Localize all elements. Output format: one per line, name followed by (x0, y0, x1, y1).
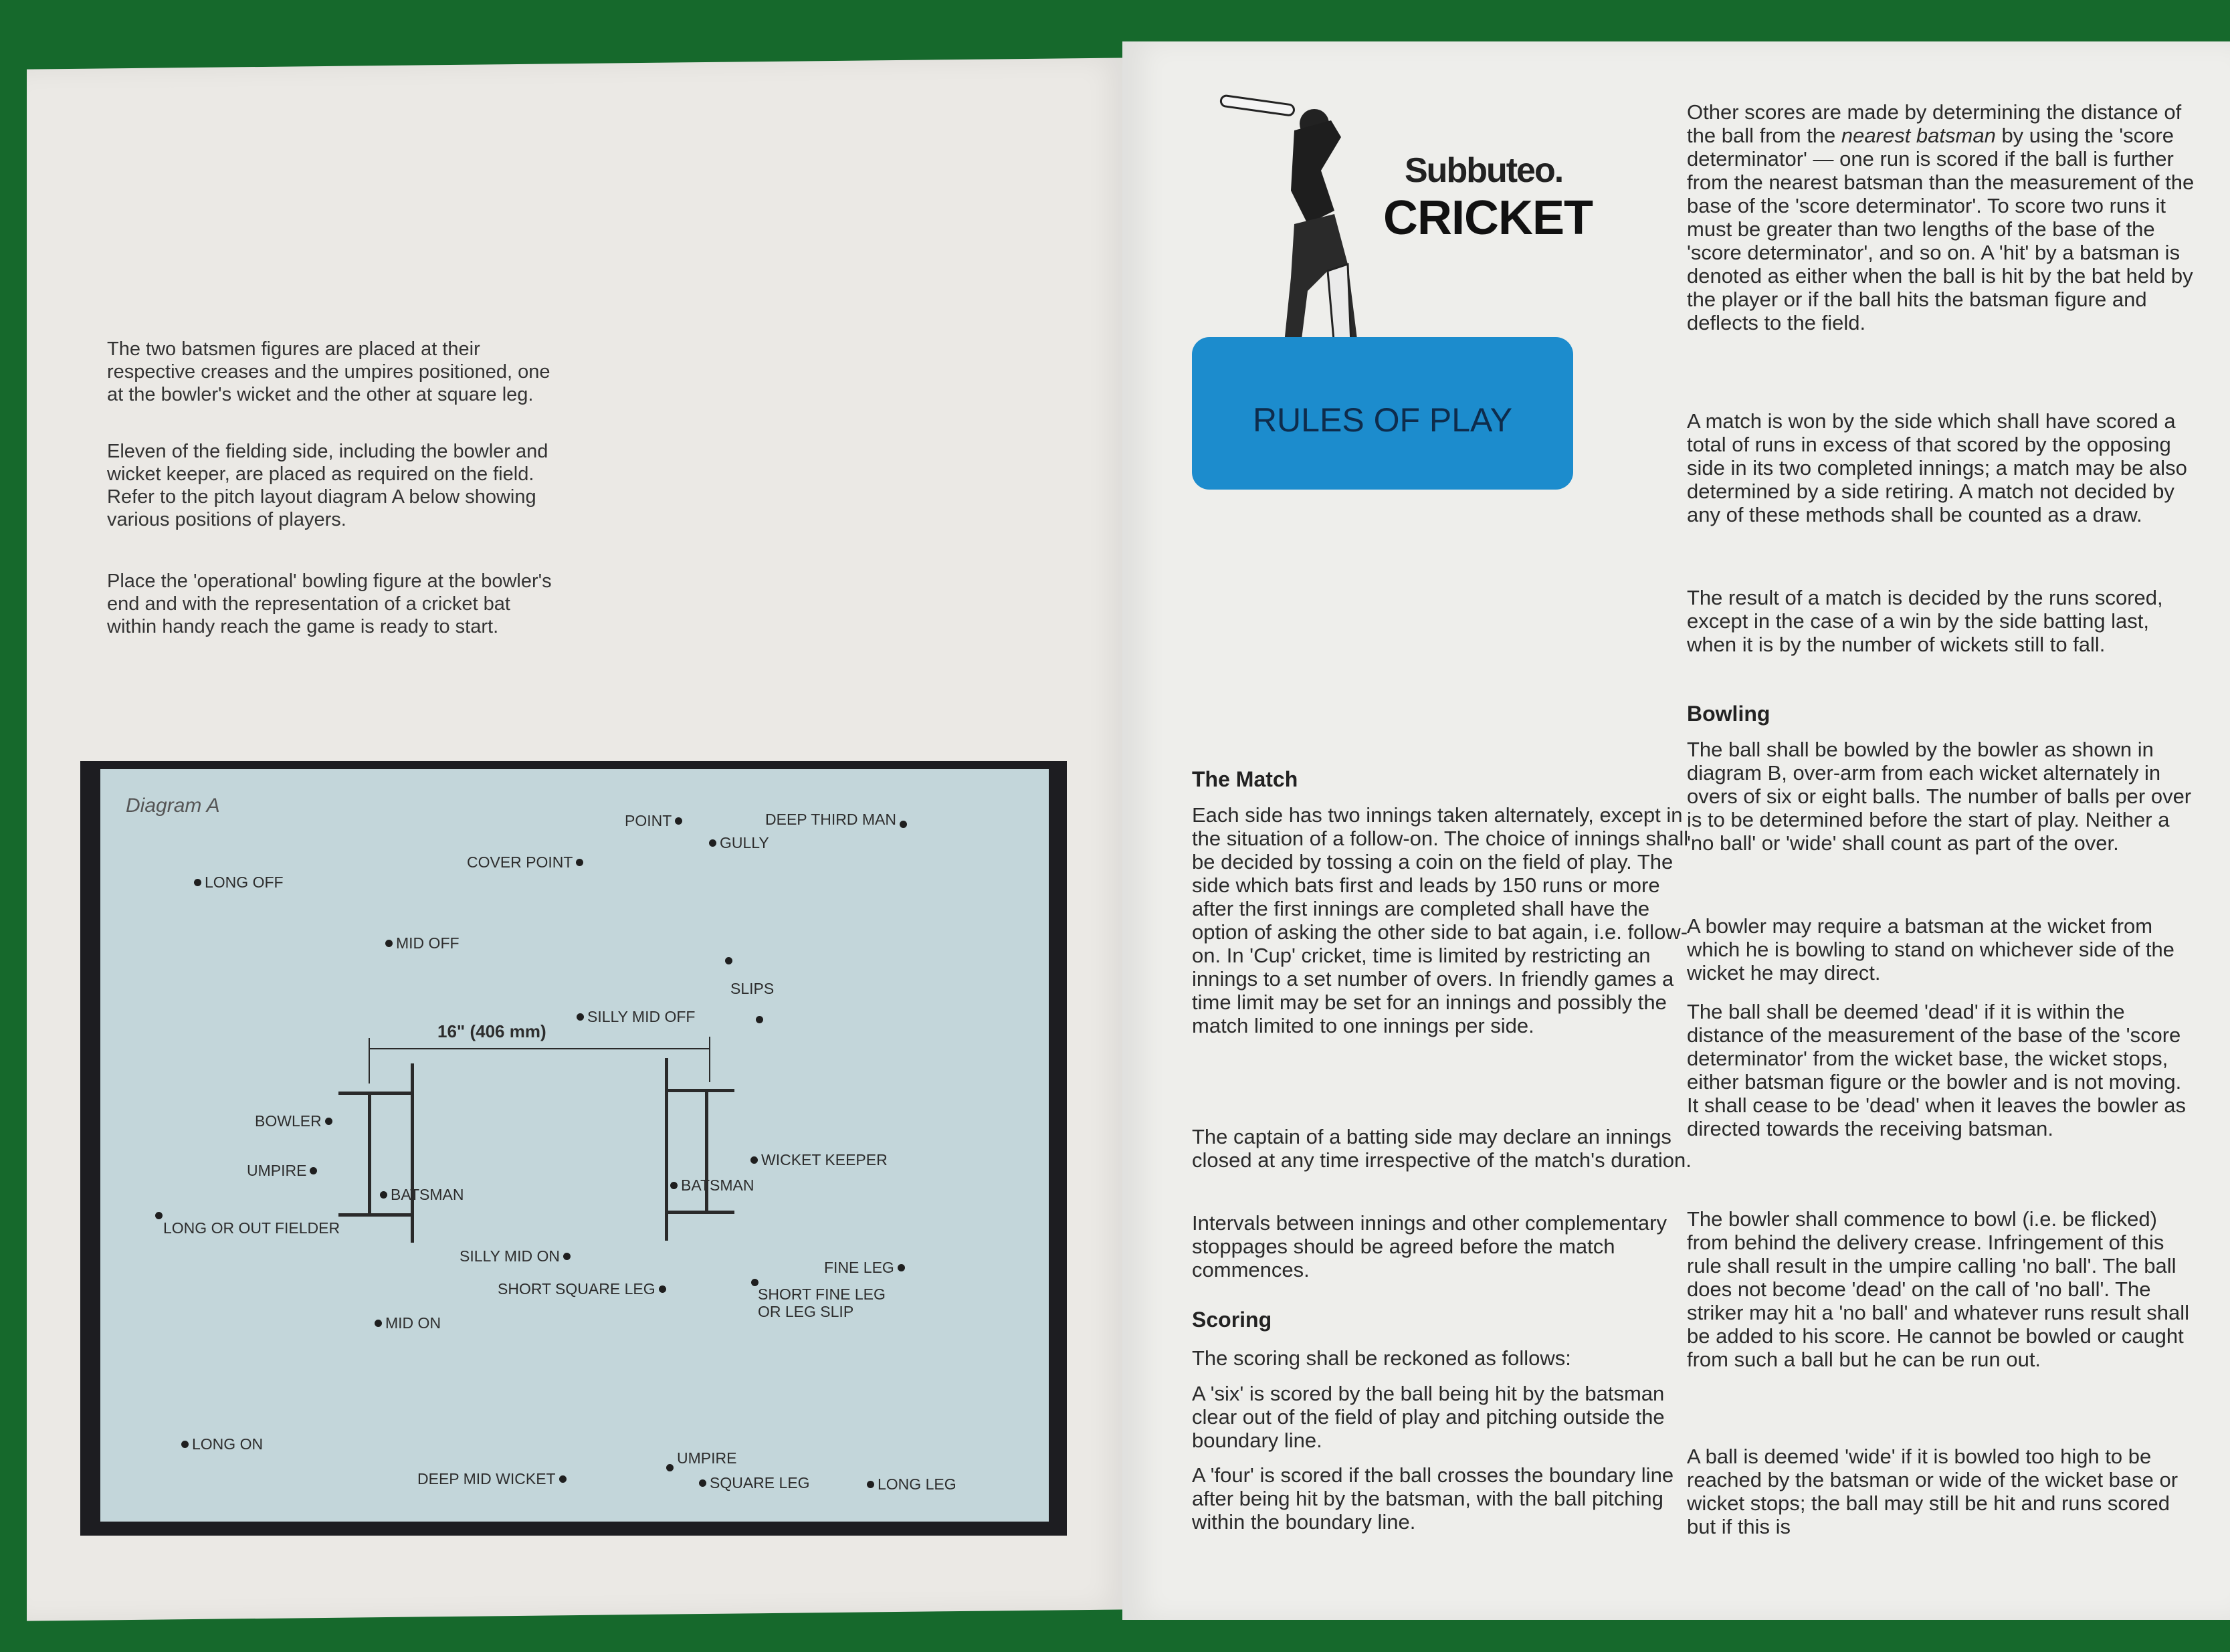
label-wicket-keeper: WICKET KEEPER (750, 1152, 888, 1168)
label-mid-on: MID ON (375, 1315, 441, 1331)
label-leg-slip: OR LEG SLIP (758, 1303, 854, 1320)
fielder-dot (751, 1279, 758, 1286)
label-point: POINT (625, 813, 683, 829)
brand-logo: Subbuteo. (1405, 151, 1564, 190)
match-paragraph-3: Intervals between innings and other comp… (1192, 1211, 1667, 1281)
label-umpire: UMPIRE (247, 1162, 318, 1178)
bowling-crease (338, 1213, 413, 1217)
wicket-base (705, 1090, 708, 1212)
intro-paragraph-1: The two batsmen figures are placed at th… (107, 338, 550, 405)
diagram-title: Diagram A (126, 795, 220, 817)
result-paragraph-1: A match is won by the side which shall h… (1687, 409, 2187, 526)
result-paragraph-2: The result of a match is decided by the … (1687, 586, 2163, 656)
scoring-paragraph-1: The scoring shall be reckoned as follows… (1192, 1346, 1571, 1370)
heading-the-match: The Match (1192, 767, 1298, 791)
dimension-tick (709, 1037, 710, 1082)
intro-paragraph-2: Eleven of the fielding side, including t… (107, 441, 548, 530)
rules-title: RULES OF PLAY (1252, 401, 1513, 439)
label-fine-leg: FINE LEG (824, 1259, 905, 1275)
wicket-base (368, 1093, 371, 1215)
rules-banner: RULES OF PLAY (1192, 337, 1573, 490)
label-cover-point: COVER POINT (467, 854, 584, 870)
label-slips: SLIPS (730, 980, 775, 997)
label-gully: GULLY (709, 835, 769, 851)
match-paragraph-1: Each side has two innings taken alternat… (1192, 803, 1689, 1037)
slip-dot (725, 957, 732, 964)
popping-crease (411, 1063, 414, 1243)
label-silly-mid-on: SILLY MID ON (460, 1248, 571, 1264)
label-umpire: UMPIRE (677, 1449, 737, 1467)
bowling-crease (338, 1092, 413, 1095)
bowling-paragraph-1: The ball shall be bowled by the bowler a… (1687, 738, 2192, 855)
label-mid-off: MID OFF (385, 935, 460, 951)
label-square-leg: SQUARE LEG (699, 1475, 810, 1491)
scoring-paragraph-2: A 'six' is scored by the ball being hit … (1192, 1382, 1665, 1452)
dimension-tick (369, 1038, 370, 1083)
scoring-paragraph-3: A 'four' is scored if the ball crosses t… (1192, 1463, 1674, 1534)
label-short-fine-leg: SHORT FINE LEG (758, 1285, 886, 1303)
match-paragraph-2: The captain of a batting side may declar… (1192, 1125, 1692, 1172)
pitch-length-label: 16" (406 mm) (437, 1021, 546, 1041)
intro-paragraph-3: Place the 'operational' bowling figure a… (107, 571, 552, 637)
bowling-crease (666, 1211, 734, 1214)
label-bowler: BOWLER (255, 1113, 332, 1129)
fielder-dot (666, 1464, 674, 1471)
bowling-paragraph-5: A ball is deemed 'wide' if it is bowled … (1687, 1445, 2178, 1538)
label-long-on: LONG ON (181, 1436, 263, 1452)
label-long-leg: LONG LEG (867, 1476, 956, 1492)
product-logo: CRICKET (1383, 191, 1593, 245)
label-short-square-leg: SHORT SQUARE LEG (498, 1281, 666, 1297)
scoring-paragraph-4: Other scores are made by determining the… (1687, 100, 2195, 334)
bowling-paragraph-3: The ball shall be deemed 'dead' if it is… (1687, 1000, 2186, 1140)
label-long-off: LONG OFF (194, 874, 284, 890)
fielder-dot (155, 1212, 163, 1219)
bowling-paragraph-4: The bowler shall commence to bowl (i.e. … (1687, 1207, 2190, 1371)
label-deep-mid-wicket: DEEP MID WICKET (417, 1471, 567, 1487)
heading-scoring: Scoring (1192, 1308, 1272, 1332)
label-batsman: BATSMAN (670, 1177, 754, 1193)
bowling-paragraph-2: A bowler may require a batsman at the wi… (1687, 914, 2174, 985)
popping-crease (665, 1058, 668, 1241)
label-silly-mid-off: SILLY MID OFF (577, 1009, 695, 1025)
diagram-a: Diagram A POINT DEEP THIRD MAN GULLY COV… (100, 769, 1049, 1522)
right-page (1122, 41, 2230, 1620)
label-deep-third-man: DEEP THIRD MAN (765, 810, 907, 828)
label-batsman: BATSMAN (380, 1186, 464, 1203)
slip-dot (756, 1016, 763, 1023)
dimension-line (369, 1048, 710, 1049)
label-long-or-out-fielder: LONG OR OUT FIELDER (163, 1219, 340, 1237)
heading-bowling: Bowling (1687, 702, 1770, 726)
bowling-crease (666, 1089, 734, 1092)
